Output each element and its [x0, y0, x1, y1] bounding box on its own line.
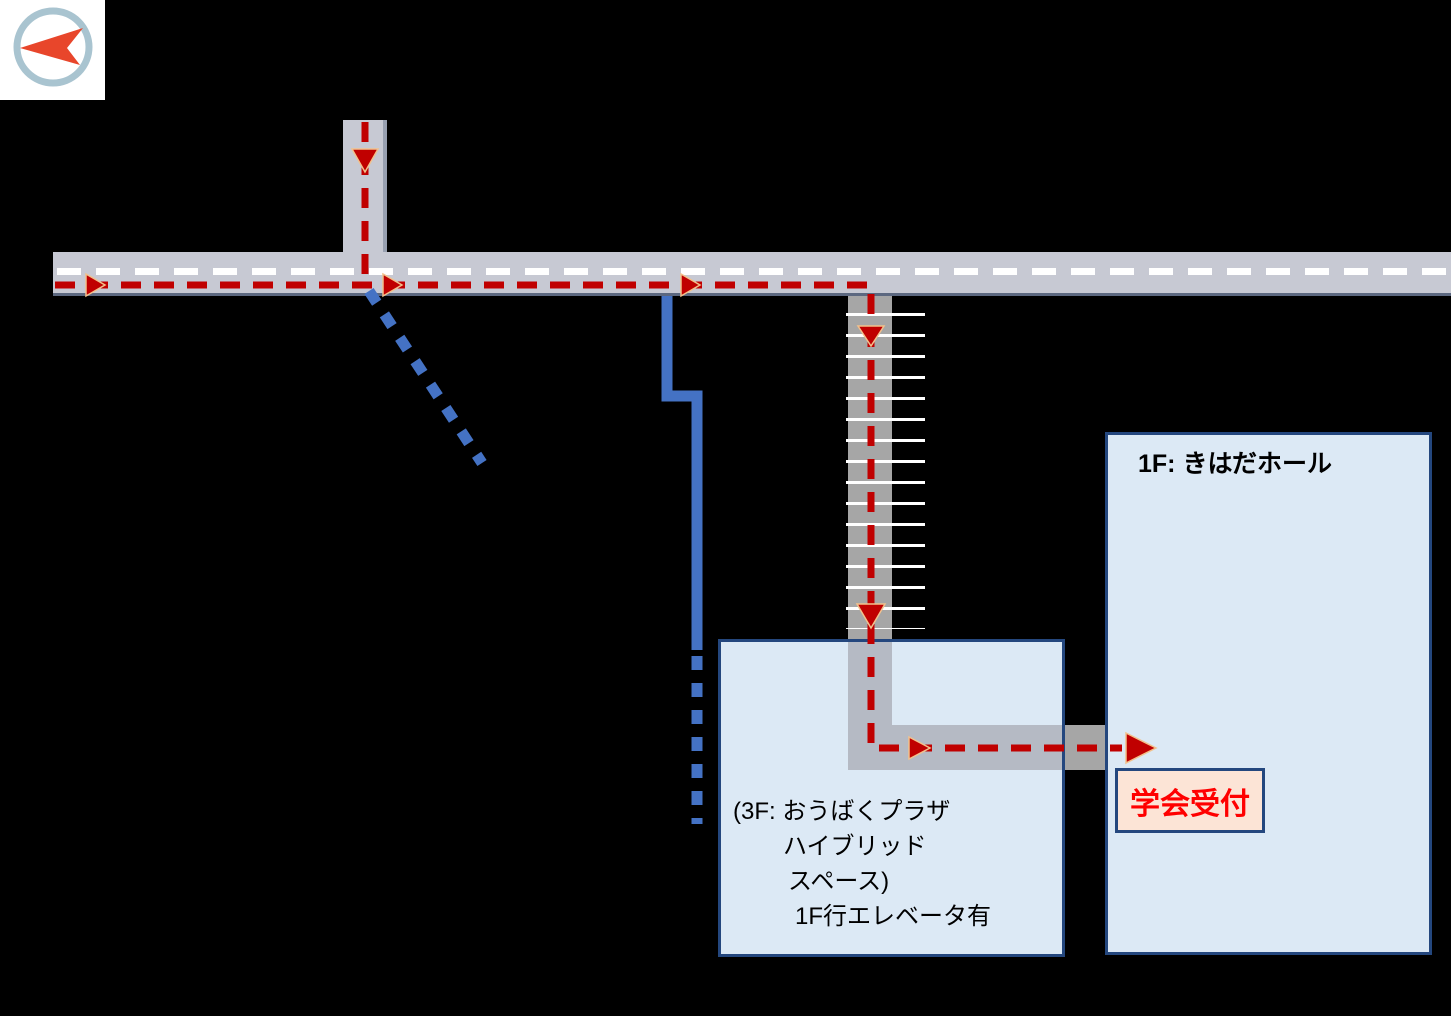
reception-label: 学会受付	[1130, 787, 1250, 821]
compass-icon	[0, 0, 105, 100]
blue-branch-path-dashed	[364, 287, 487, 467]
oubaku-plaza-label-line: スペース)	[788, 868, 890, 895]
north-road	[343, 120, 387, 252]
compass-graphic	[13, 7, 93, 87]
reception-box: 学会受付	[1115, 768, 1265, 833]
blue-walk-path	[661, 296, 703, 650]
kihada-hall-border	[1105, 432, 1432, 955]
oubaku-plaza-label-line: 1F行エレベータ有	[795, 903, 992, 930]
kihada-hall-building	[1105, 432, 1432, 955]
compass-ring-icon	[13, 7, 93, 87]
oubaku-plaza-label-line: (3F: おうばくプラザ	[733, 798, 951, 825]
compass-arrow-icon	[20, 28, 83, 65]
oubaku-plaza-label: (3F: おうばくプラザ ハイブリッド スペース) 1F行エレベータ有	[733, 794, 991, 934]
main-road	[53, 252, 1451, 296]
building-connector	[1065, 725, 1108, 770]
staircase-steps	[846, 295, 925, 629]
kihada-hall-label: 1F: きはだホール	[1138, 450, 1332, 478]
oubaku-plaza-label-line: ハイブリッド	[783, 833, 927, 860]
